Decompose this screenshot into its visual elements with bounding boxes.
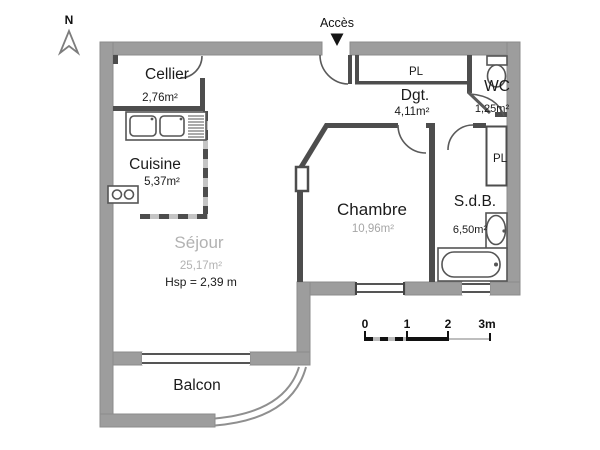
north-arrow-icon: N bbox=[57, 13, 81, 56]
room-area-wc: 1,25m² bbox=[475, 103, 510, 115]
north-label: N bbox=[65, 13, 74, 27]
ceiling-height-label: Hsp = 2,39 m bbox=[165, 275, 237, 289]
room-label-chambre: Chambre bbox=[337, 200, 407, 219]
wall-niche bbox=[294, 165, 310, 193]
balcony-edge bbox=[214, 366, 307, 427]
interior-walls bbox=[113, 55, 507, 282]
room-label-dgt: Dgt. bbox=[401, 87, 429, 104]
kitchen-sink-icon bbox=[125, 111, 207, 141]
room-area-sejour: 25,17m² bbox=[180, 260, 222, 272]
room-labels: Cellier 2,76m² Cuisine 5,37m² Séjour 25,… bbox=[129, 66, 510, 394]
wc-door-arc bbox=[469, 93, 505, 117]
windows bbox=[142, 282, 490, 365]
scale-tick-3m: 3m bbox=[478, 317, 495, 331]
room-area-dgt: 4,11m² bbox=[395, 106, 430, 118]
sdb-closet bbox=[485, 125, 508, 187]
window-sdb bbox=[462, 282, 490, 295]
access-marker: Accès bbox=[320, 16, 354, 46]
access-label: Accès bbox=[320, 16, 354, 30]
room-area-cellier: 2,76m² bbox=[142, 92, 178, 104]
window-chambre bbox=[355, 282, 405, 295]
window-sejour bbox=[142, 352, 250, 365]
cellier-door-arc bbox=[179, 55, 203, 79]
sdb-door-arc bbox=[447, 124, 474, 151]
doors bbox=[179, 54, 505, 154]
cooktop-icon bbox=[107, 185, 139, 204]
room-label-wc: WC bbox=[484, 78, 510, 95]
scale-tick-2: 2 bbox=[445, 317, 452, 331]
chambre-door-arc bbox=[397, 124, 427, 154]
access-arrow-icon bbox=[330, 33, 344, 46]
wc-door-leaf bbox=[466, 90, 492, 115]
closet-label-sdb: PL bbox=[493, 153, 508, 165]
bathtub-icon bbox=[437, 247, 508, 282]
room-area-chambre: 10,96m² bbox=[352, 223, 394, 235]
room-label-sdb: S.d.B. bbox=[454, 193, 496, 210]
entrance-door-arc bbox=[319, 54, 349, 85]
room-area-cuisine: 5,37m² bbox=[144, 176, 180, 188]
room-label-cellier: Cellier bbox=[145, 66, 189, 83]
scale-tick-1: 1 bbox=[404, 317, 411, 331]
washbasin-icon bbox=[485, 212, 508, 250]
room-area-sdb: 6,50m² bbox=[453, 224, 488, 236]
room-label-cuisine: Cuisine bbox=[129, 156, 181, 173]
scale-bar: 0 1 2 3m bbox=[362, 317, 496, 341]
closet-label-entree: PL bbox=[409, 66, 424, 78]
scale-tick-0: 0 bbox=[362, 317, 369, 331]
toilet-icon bbox=[486, 55, 508, 88]
room-label-sejour: Séjour bbox=[174, 233, 223, 252]
room-label-balcon: Balcon bbox=[173, 377, 220, 394]
